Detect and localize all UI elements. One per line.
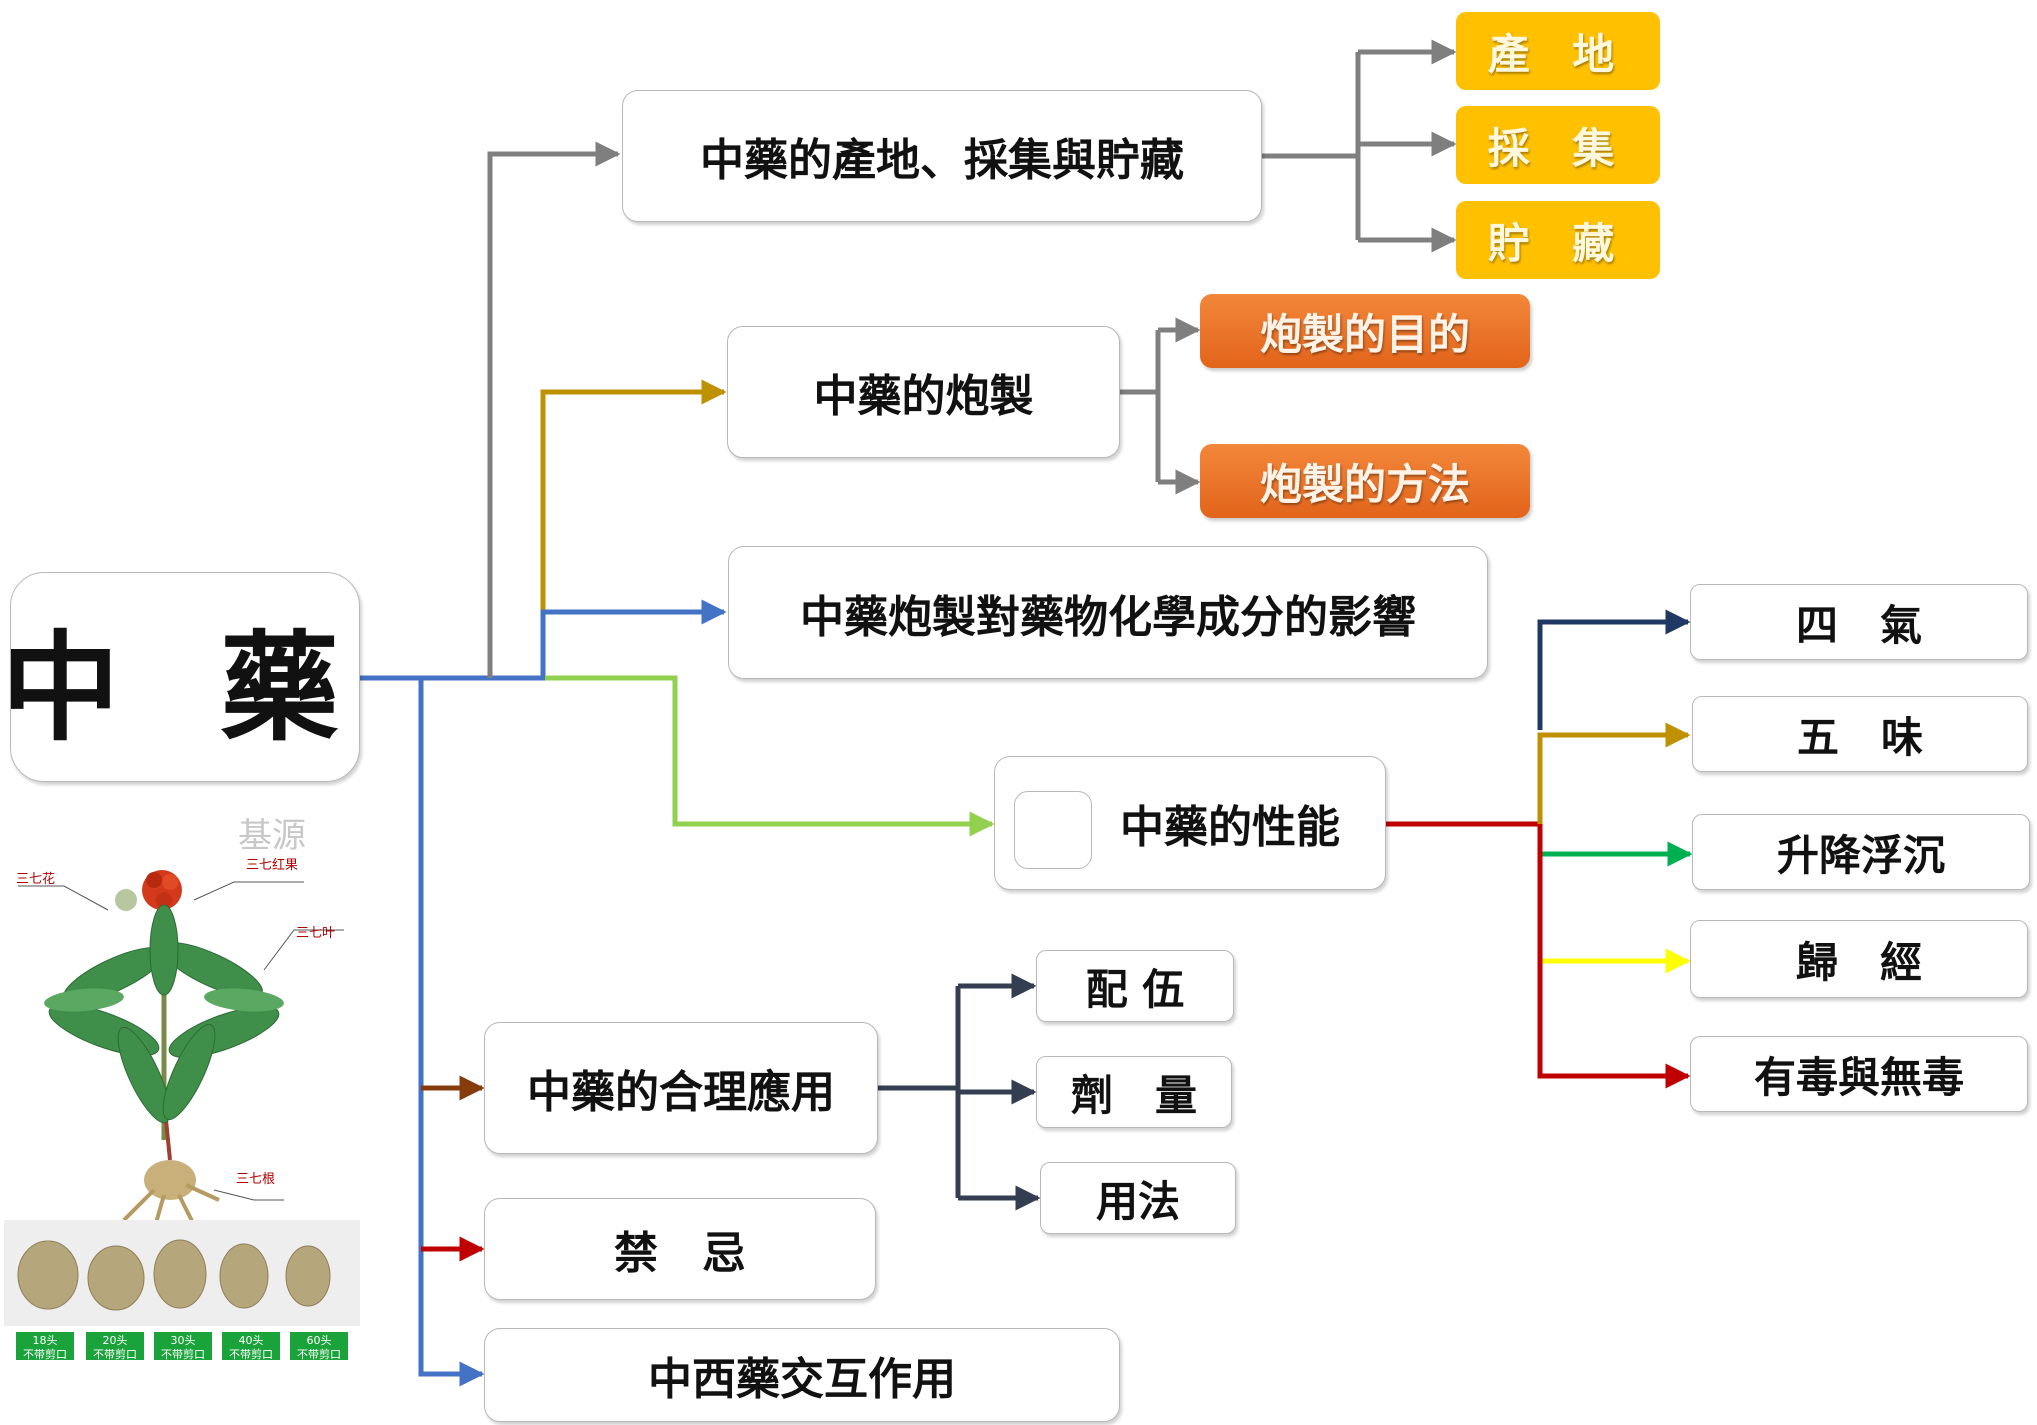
edge-siqi bbox=[1537, 609, 1691, 730]
leaf-compatibility: 配 伍 bbox=[1036, 950, 1234, 1022]
branch-processing-effects: 中藥炮製對藥物化學成分的影響 bbox=[728, 546, 1488, 679]
watermark-jiyuan: 基源 bbox=[238, 816, 306, 856]
panax-notoginseng-illustration bbox=[4, 870, 360, 1326]
leaf-processing-purpose: 炮製的目的 bbox=[1200, 294, 1530, 368]
leaf-storage: 貯 藏 bbox=[1456, 201, 1660, 279]
grade-tag: 40头不带剪口 bbox=[220, 1330, 282, 1362]
leaf-toxicity: 有毒與無毒 bbox=[1690, 1036, 2028, 1112]
leaf-five-flavors: 五 味 bbox=[1692, 696, 2028, 772]
edge-trunk-down bbox=[418, 678, 485, 1387]
leaf-four-qi: 四 氣 bbox=[1690, 584, 2028, 660]
leaf-meridian-tropism: 歸 經 bbox=[1690, 920, 2028, 998]
edge-processing bbox=[540, 379, 727, 678]
leaf-usage: 用法 bbox=[1040, 1162, 1236, 1234]
root-node: 中 藥 bbox=[1, 572, 360, 782]
leaf-dosage: 劑 量 bbox=[1036, 1056, 1232, 1128]
edge-wuwei bbox=[1537, 722, 1691, 824]
edge-rational-leaves bbox=[878, 986, 961, 1198]
grade-tag: 60头不带剪口 bbox=[288, 1330, 350, 1362]
branch-processing: 中藥的炮製 bbox=[727, 326, 1120, 458]
leaf-processing-method: 炮製的方法 bbox=[1200, 444, 1530, 518]
branch-contraindications: 禁 忌 bbox=[484, 1198, 876, 1300]
branch-origin-collection-storage: 中藥的產地、採集與貯藏 bbox=[622, 90, 1262, 222]
edge-effects bbox=[540, 599, 727, 678]
branch-drug-interaction: 中西藥交互作用 bbox=[484, 1328, 1120, 1422]
leaf-origin: 產 地 bbox=[1456, 12, 1660, 90]
branch-rational-use: 中藥的合理應用 bbox=[484, 1022, 878, 1154]
edge-origin bbox=[487, 141, 621, 678]
label-sanqi-root: 三七根 bbox=[236, 1172, 276, 1187]
properties-checkbox[interactable] bbox=[1014, 791, 1092, 869]
label-sanqi-flower: 三七花 bbox=[16, 872, 56, 887]
grade-tag: 20头不带剪口 bbox=[84, 1330, 146, 1362]
label-sanqi-leaf: 三七叶 bbox=[296, 926, 336, 941]
label-sanqi-red-fruit: 三七红果 bbox=[246, 858, 299, 873]
edge-origin-leaves bbox=[1262, 52, 1361, 240]
grade-tag: 18头不带剪口 bbox=[14, 1330, 76, 1362]
leaf-ascending-descending: 升降浮沉 bbox=[1692, 814, 2030, 890]
edge-youdu bbox=[1537, 824, 1691, 1089]
grade-tag: 30头不带剪口 bbox=[152, 1330, 214, 1362]
leaf-collection: 採 集 bbox=[1456, 106, 1660, 184]
edge-processing-leaves bbox=[1120, 330, 1161, 482]
edge-properties bbox=[545, 675, 995, 837]
